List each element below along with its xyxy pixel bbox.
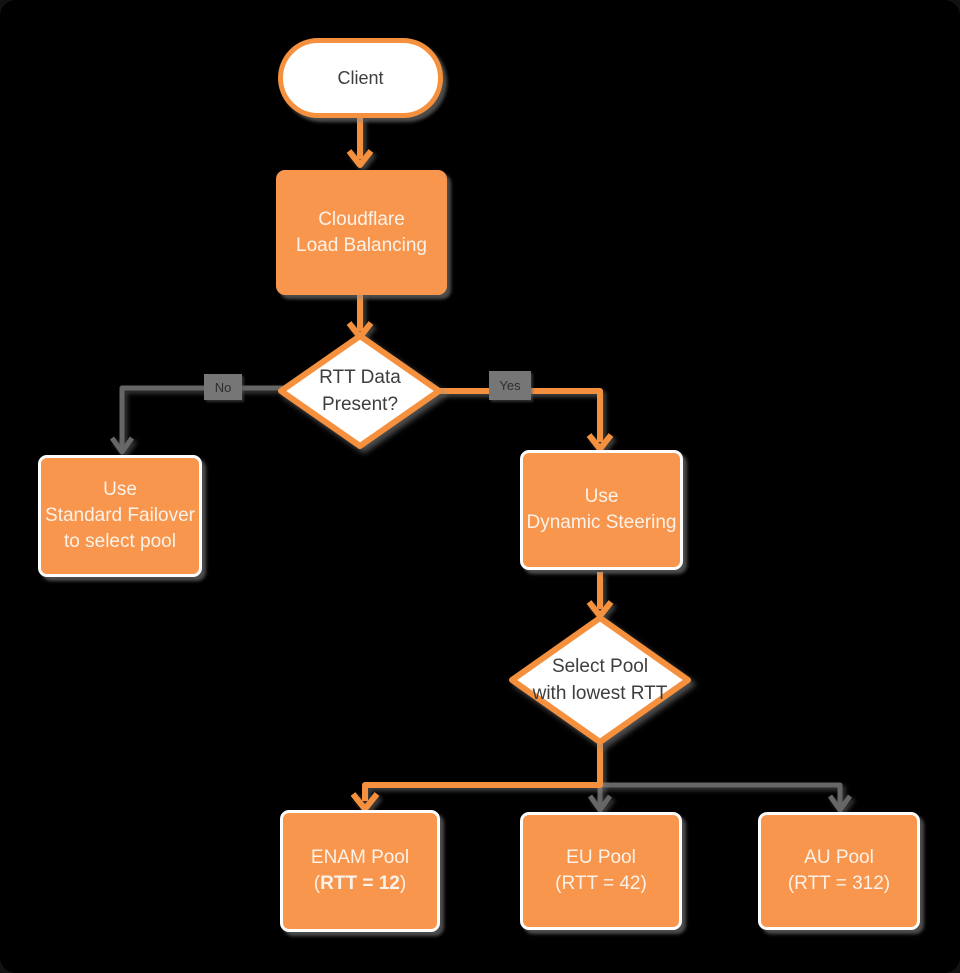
gray-edges [109, 385, 853, 813]
edge-to-enam-pool [362, 744, 603, 801]
edge-yes-arrowhead-icon [586, 433, 614, 452]
client-label: Client [337, 67, 384, 88]
node-enam-pool: ENAM Pool (RTT = 12) [280, 810, 440, 932]
select-pool-line2: with lowest RTT [532, 683, 668, 704]
node-eu-pool: EU Pool (RTT = 42) [520, 812, 682, 930]
enam-paren-open: ( [313, 873, 321, 894]
rtt-decision-diamond [278, 333, 442, 449]
enam-paren-close: ) [399, 873, 407, 894]
yes-label-text: Yes [499, 378, 521, 393]
enam-rtt-value: RTT = 12 [320, 873, 400, 894]
node-load-balancing: Cloudflare Load Balancing [276, 170, 447, 295]
node-dynamic-steering: Use Dynamic Steering [520, 450, 683, 570]
rtt-decision-label: RTT Data Present? [295, 360, 425, 422]
standard-failover-line3: to select pool [64, 531, 176, 552]
au-pool-line2: (RTT = 312) [787, 873, 891, 894]
enam-pool-line1: ENAM Pool [310, 847, 410, 868]
select-pool-line1: Select Pool [551, 656, 649, 677]
node-au-pool: AU Pool (RTT = 312) [758, 812, 920, 930]
edge-label-yes: Yes [489, 371, 531, 400]
decision-diamonds [278, 333, 691, 745]
node-client: Client [278, 38, 443, 118]
node-standard-failover: Use Standard Failover to select pool [38, 455, 202, 577]
au-pool-line1: AU Pool [804, 847, 874, 868]
eu-pool-line1: EU Pool [566, 847, 636, 868]
standard-failover-line1: Use [103, 479, 137, 500]
load-balancing-line2: Load Balancing [296, 234, 427, 256]
select-pool-label: Select Pool with lowest RTT [525, 649, 675, 711]
load-balancing-line1: Cloudflare [318, 208, 405, 230]
edge-eu-arrowhead-icon [587, 794, 613, 813]
edge-no-branch [119, 385, 283, 451]
dynamic-steering-line2: Dynamic Steering [526, 512, 677, 533]
edge-no-arrowhead-icon [109, 436, 135, 455]
rtt-decision-line1: RTT Data [319, 367, 401, 388]
dynamic-steering-line1: Use [584, 486, 619, 507]
edge-client-arrowhead-icon [346, 149, 374, 168]
edge-enam-arrowhead-icon [350, 792, 380, 812]
standard-failover-line2: Standard Failover [45, 505, 195, 526]
edge-to-au-pool [600, 782, 843, 805]
eu-pool-line2: (RTT = 42) [555, 873, 647, 894]
no-label-text: No [214, 379, 232, 395]
edge-au-arrowhead-icon [827, 794, 853, 813]
enam-pool-line2: (RTT = 12) [314, 871, 406, 897]
rtt-decision-line2: Present? [321, 394, 399, 415]
edge-label-no: No [204, 374, 242, 400]
select-pool-diamond [509, 615, 691, 745]
